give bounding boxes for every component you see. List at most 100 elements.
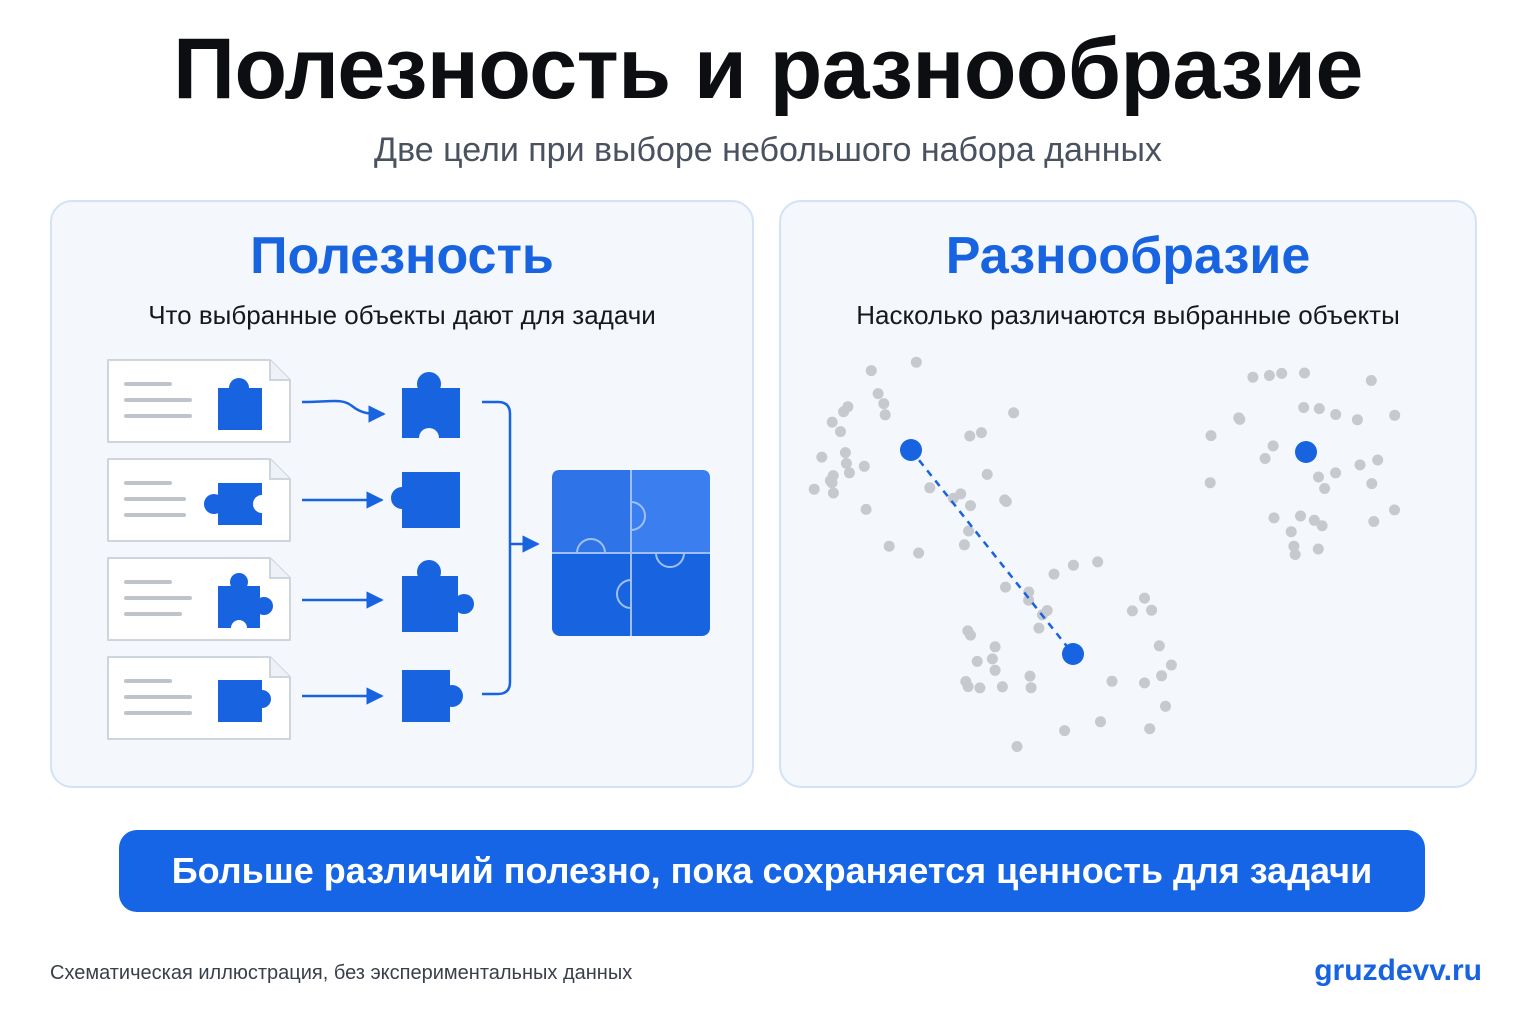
utility-title: Полезность [250, 227, 554, 285]
scatter-dot [1204, 477, 1216, 489]
scatter-dot [947, 492, 959, 504]
document-card-4 [107, 656, 291, 740]
document-card-2 [107, 458, 291, 542]
scatter-dot [839, 447, 851, 459]
scatter-dot [1160, 700, 1171, 712]
scatter-dot [1298, 402, 1310, 413]
scatter-dot [1048, 568, 1060, 580]
scatter-dot [1389, 409, 1401, 421]
scatter-dot [1319, 483, 1331, 494]
scatter-dot [1000, 581, 1011, 593]
scatter-dot [1366, 478, 1378, 490]
scatter-dot [1095, 716, 1106, 728]
scatter-dot [1313, 471, 1324, 483]
scatter-dot [1008, 407, 1020, 419]
scatter-dot [1316, 520, 1328, 532]
scatter-dot [1276, 367, 1288, 379]
scatter-dot [965, 500, 976, 512]
scatter-dot [1106, 675, 1118, 687]
scatter-dot [1312, 543, 1324, 555]
scatter-dot [1299, 367, 1310, 379]
merge-bracket [482, 400, 540, 696]
scatter-dot [840, 457, 852, 469]
scatter-dot [986, 653, 998, 665]
scatter-dot [1033, 622, 1045, 634]
puzzle-piece-icon [204, 483, 271, 525]
scatter-dot [1165, 659, 1177, 671]
assembled-puzzle-icon [552, 470, 710, 636]
scatter-dot [865, 365, 877, 377]
document-icon [124, 382, 192, 418]
scatter-dot [924, 482, 936, 494]
page-subtitle: Две цели при выборе небольшого набора да… [374, 131, 1162, 169]
scatter-dot [1205, 430, 1217, 442]
scatter-dot [1313, 403, 1325, 415]
scatter-dot [1308, 514, 1320, 526]
document-icon [124, 481, 186, 517]
scatter-dot [1247, 371, 1259, 383]
scatter-dot [958, 539, 970, 551]
scatter-dot [879, 409, 891, 421]
scatter-dot [858, 460, 870, 472]
scatter-dot [989, 641, 1001, 653]
scatter-dot [1146, 604, 1158, 616]
distance-line [910, 449, 1074, 655]
scatter-dot [996, 681, 1008, 693]
footnote: Схематическая иллюстрация, без экспериме… [50, 962, 633, 984]
scatter-dot [1126, 605, 1138, 617]
scatter-dot [827, 470, 839, 482]
scatter-dot [842, 401, 854, 413]
scatter-dot [1389, 504, 1400, 516]
scatter-dot [1156, 670, 1168, 682]
scatter-dot [960, 676, 972, 687]
scatter-dot [1144, 723, 1156, 735]
diversity-title: Разнообразие [945, 227, 1311, 285]
scatter-dot [963, 525, 975, 537]
scatter-dot [1268, 512, 1280, 524]
scatter-dot [1330, 467, 1342, 479]
scatter-dot [883, 540, 895, 552]
scatter-dot [878, 398, 890, 410]
utility-panel: Полезность Что выбранные объекты дают дл… [50, 200, 754, 788]
scatter-dot [860, 503, 872, 515]
scatter-dot [808, 483, 820, 495]
diversity-diagram [808, 356, 1401, 752]
selected-point-3 [1295, 441, 1317, 463]
scatter-dot [1000, 496, 1012, 507]
scatter-dot [827, 487, 839, 499]
scatter-dot [1233, 412, 1245, 424]
scatter-dot [1285, 526, 1297, 538]
scatter-dot [1330, 409, 1342, 420]
utility-diagram [107, 359, 710, 740]
scatter-dot [1025, 682, 1037, 694]
scatter-dot [964, 430, 976, 442]
scatter-dot [1372, 454, 1384, 466]
conclusion-banner: Больше различий полезно, пока сохраняетс… [119, 830, 1425, 912]
scatter-dot [843, 467, 855, 479]
brand-link[interactable]: gruzdevv.ru [1314, 954, 1482, 987]
diversity-panel: Разнообразие Насколько различаются выбра… [779, 200, 1477, 788]
page-title: Полезность и разнообразие [173, 21, 1363, 117]
scatter-dot [910, 356, 922, 368]
scatter-dot [1259, 453, 1271, 464]
scatter-dot [974, 682, 986, 694]
scatter-dot [816, 451, 828, 463]
scatter-dot [1263, 370, 1275, 381]
scatter-dot [872, 388, 884, 400]
scatter-dot [1153, 640, 1165, 652]
cluster-dots [808, 356, 1401, 752]
puzzle-piece-icon [218, 573, 273, 636]
scatter-dot [962, 625, 974, 637]
document-card-1 [107, 359, 291, 443]
scatter-dot [989, 664, 1001, 676]
scatter-dot [971, 655, 983, 667]
document-icon [124, 679, 192, 715]
scatter-dot [1289, 549, 1301, 560]
scatter-dot [1368, 516, 1380, 527]
scatter-dot [1059, 725, 1071, 737]
puzzle-piece-icon [391, 372, 474, 722]
arrow-right-icon [301, 399, 386, 705]
scatter-dot [1267, 440, 1279, 452]
scatter-dot [1011, 741, 1023, 752]
puzzle-piece-icon [218, 680, 271, 722]
